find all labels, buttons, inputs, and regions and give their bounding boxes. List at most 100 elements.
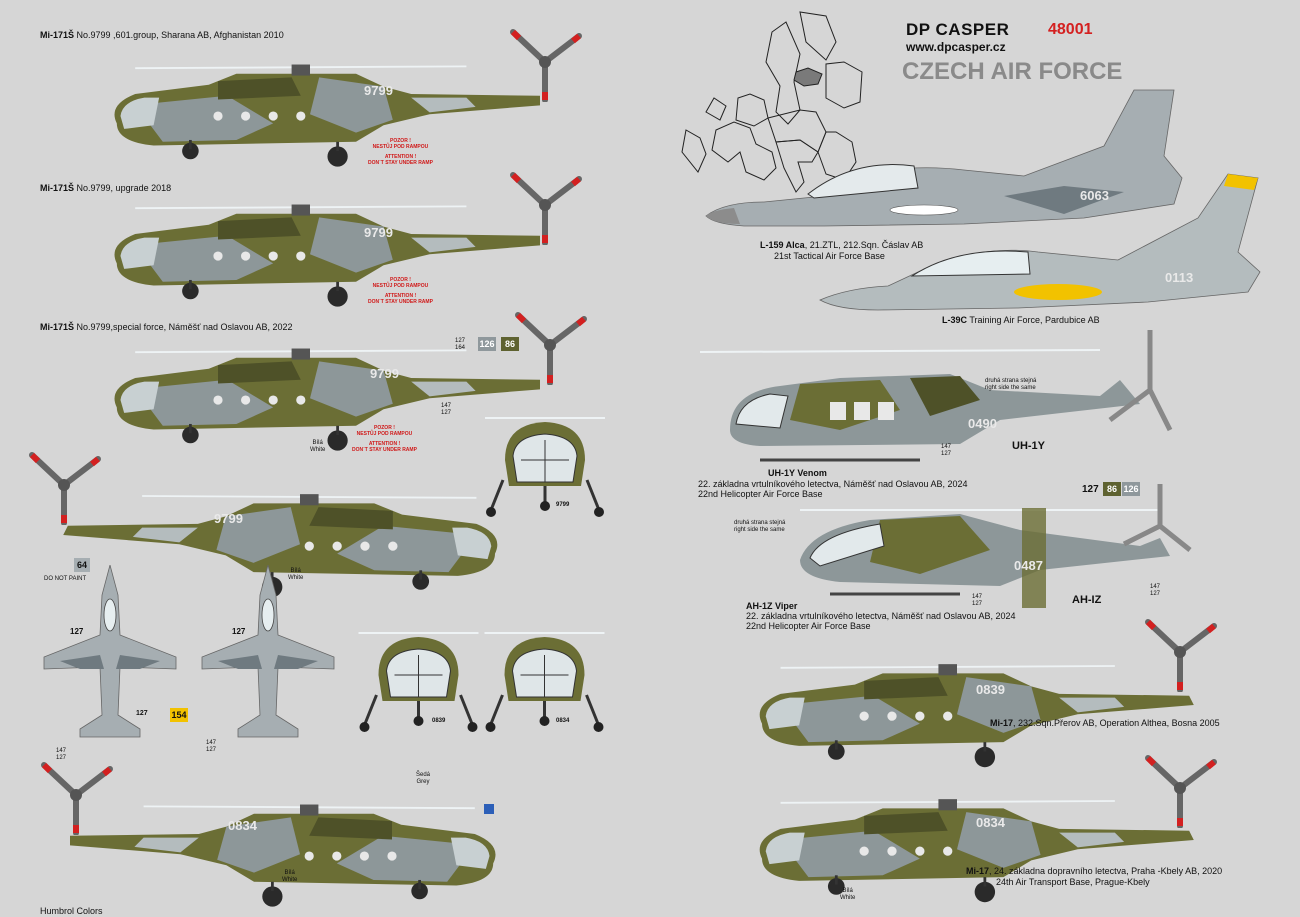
serial-mi171-c: 9799 — [370, 366, 399, 381]
brand-name: DP CASPER — [906, 20, 1010, 39]
mi171-a-tail-rotor-icon — [505, 22, 585, 102]
mi171-side-b[interactable] — [80, 180, 540, 310]
caption-l39: L-39C Training Air Force, Pardubice AB — [942, 315, 1100, 326]
caption-mi171-c-name: Mi-171Š — [40, 322, 75, 332]
uh1y-side-view[interactable] — [699, 320, 1173, 470]
l159-side-view[interactable] — [704, 86, 1184, 236]
caption-uh1y-name: UH-1Y Venom — [768, 468, 827, 478]
caption-mi17-b: Mi-17, 24. základna dopravního letectva,… — [966, 866, 1222, 877]
color-callout-127-top: 127 — [70, 627, 84, 636]
caption-ah1z-line1: 22. základna vrtulníkového letectva, Nám… — [746, 611, 1016, 621]
czech-republic-highlight — [793, 67, 823, 87]
l159-top-view[interactable] — [40, 565, 180, 745]
mi17-front-view-a[interactable] — [356, 615, 481, 735]
mi171-d-tail-rotor-icon — [24, 445, 104, 525]
caption-mi17-b-line2: 24th Air Transport Base, Prague-Kbely — [996, 877, 1150, 887]
serial-mi171-b: 9799 — [364, 225, 393, 240]
serial-mi17-b: 0834 — [976, 815, 1005, 830]
l159-bottom-view[interactable] — [198, 565, 338, 745]
serial-mi17-front-b: 0834 — [556, 718, 570, 724]
color-callout-127-bottom: 127 — [232, 627, 246, 636]
caption-l159: L-159 Alca, 21.ZTL, 212.Sqn. Čáslav AB — [760, 240, 923, 251]
caption-uh1y-line1: 22. základna vrtulníkového letectva, Nám… — [698, 479, 968, 489]
caption-mi17-a-text: , 232.Sqn.Přerov AB, Operation Althea, B… — [1013, 718, 1220, 728]
caption-l159-line1: , 21.ZTL, 212.Sqn. Čáslav AB — [804, 240, 924, 250]
serial-mi171-front: 9799 — [556, 502, 570, 508]
serial-mi171-d: 9799 — [214, 511, 243, 526]
mi17-side-c[interactable] — [70, 780, 530, 910]
footer-humbrol: Humbrol Colors — [40, 906, 103, 916]
color-callout-127-ah1z: 127 — [1082, 484, 1099, 495]
medical-badge-icon — [484, 804, 494, 814]
color-swatch-86-ah1z: 86 — [1103, 482, 1121, 496]
color-callout-127-mid: 127 — [136, 710, 148, 717]
color-swatch-64: 64 — [74, 558, 90, 572]
caption-mi171-a: Mi-171Š No.9799 ,601.group, Sharana AB, … — [40, 30, 284, 41]
caption-mi171-c-text: No.9799,special force, Náměšť nad Oslavo… — [76, 322, 293, 332]
mi171-b-tail-rotor-icon — [505, 165, 585, 245]
serial-ah1z: 0487 — [1014, 558, 1043, 573]
type-label-uh1y: UH-1Y — [1012, 440, 1046, 452]
caption-ah1z-name: AH-1Z Viper — [746, 601, 798, 611]
mi171-side-a[interactable] — [80, 40, 540, 170]
mi17-b-tail-rotor-icon — [1140, 748, 1220, 828]
caption-mi171-a-name: Mi-171Š — [40, 30, 75, 40]
serial-mi17-c: 0834 — [228, 818, 257, 833]
mi171-side-c[interactable] — [80, 324, 540, 454]
caption-mi17-a-name: Mi-17 — [990, 718, 1014, 728]
mi17-c-tail-rotor-icon — [36, 755, 116, 835]
serial-l159: 6063 — [1080, 188, 1109, 203]
caption-l159-line2: 21st Tactical Air Force Base — [774, 251, 885, 261]
caption-mi17-b-name: Mi-17 — [966, 866, 990, 876]
caption-mi171-b: Mi-171Š No.9799, upgrade 2018 — [40, 183, 171, 194]
mi171-c-tail-rotor-icon — [510, 305, 590, 385]
note-do-not-paint: DO NOT PAINT — [44, 576, 87, 582]
caption-mi17-b-line1: , 24. základna dopravního letectva, Prah… — [989, 866, 1223, 876]
color-swatch-126: 126 — [478, 337, 496, 351]
type-label-ah1z: AH-IZ — [1072, 594, 1102, 606]
europe-map — [681, 11, 863, 193]
caption-mi171-c: Mi-171Š No.9799,special force, Náměšť na… — [40, 322, 293, 333]
mi17-side-a[interactable] — [712, 640, 1202, 770]
caption-mi171-b-name: Mi-171Š — [40, 183, 75, 193]
color-swatch-126-ah1z: 126 — [1122, 482, 1140, 496]
serial-l39: 0113 — [1165, 270, 1194, 285]
caption-mi171-a-text: No.9799 ,601.group, Sharana AB, Afghanis… — [76, 30, 284, 40]
color-swatch-86: 86 — [501, 337, 519, 351]
l39-side-view[interactable] — [818, 172, 1263, 317]
caption-ah1z-line2: 22nd Helicopter Air Force Base — [746, 621, 871, 631]
mi17-front-view-b[interactable] — [482, 615, 607, 735]
caption-l159-name: L-159 Alca — [760, 240, 805, 250]
serial-uh1y: 0490 — [968, 416, 997, 431]
ah1z-side-view[interactable] — [760, 484, 1200, 620]
mi17-a-tail-rotor-icon — [1140, 612, 1220, 692]
sheet-number: 48001 — [1048, 21, 1093, 38]
caption-mi171-b-text: No.9799, upgrade 2018 — [76, 183, 172, 193]
serial-mi17-a: 0839 — [976, 682, 1005, 697]
caption-l39-name: L-39C — [942, 315, 968, 325]
sheet-subtitle: CZECH AIR FORCE — [902, 58, 1123, 85]
serial-mi17-front-a: 0839 — [432, 718, 446, 724]
caption-mi17-a: Mi-17, 232.Sqn.Přerov AB, Operation Alth… — [990, 718, 1220, 729]
caption-l39-text: Training Air Force, Pardubice AB — [969, 315, 1100, 325]
color-swatch-154: 154 — [170, 708, 188, 722]
website-link[interactable]: www.dpcasper.cz — [906, 40, 1006, 54]
serial-mi171-a: 9799 — [364, 83, 393, 98]
